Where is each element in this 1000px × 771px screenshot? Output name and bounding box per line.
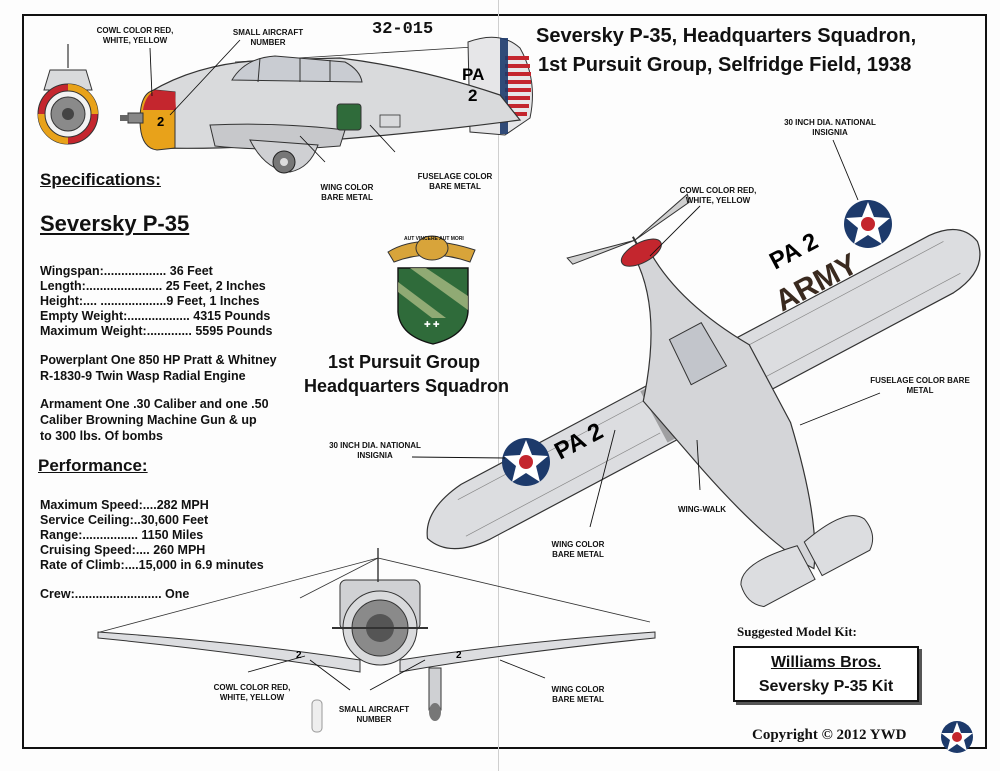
spec-powerplant: Powerplant One 850 HP Pratt & Whitney R-…	[40, 353, 277, 383]
tail-number: 2	[468, 86, 477, 105]
front-view: 2 2	[97, 548, 656, 733]
perf-crew: Crew:......................... One	[40, 587, 190, 601]
copyright: Copyright © 2012 YWD	[752, 727, 907, 743]
callout-fuselage-side: FUSELAGE COLOR BARE METAL	[417, 172, 493, 191]
performance-heading: Performance:	[38, 456, 148, 475]
national-insignia-right-wing	[844, 200, 892, 248]
title-line-2: 1st Pursuit Group, Selfridge Field, 1938	[538, 54, 912, 76]
callout-cowl-top: COWL COLOR RED, WHITE, YELLOW	[679, 186, 757, 205]
sheet-border	[22, 14, 987, 749]
callout-wing-walk: WING-WALK	[678, 505, 726, 514]
spec-wingspan: Wingspan:.................. 36 Feet	[40, 264, 213, 278]
suggested-kit-box: Williams Bros. Seversky P-35 Kit	[733, 646, 919, 702]
callout-small-number-front: SMALL AIRCRAFT NUMBER	[338, 705, 410, 724]
ywd-roundel-icon	[941, 721, 973, 753]
side-view: 2 PA 2	[120, 36, 533, 174]
unit-badge: ✚ ✚	[387, 235, 476, 345]
side-badge	[336, 103, 362, 131]
perf-rate-of-climb: Rate of Climb:....15,000 in 6.9 minutes	[40, 558, 264, 572]
rudder-stripes	[500, 38, 531, 134]
callout-insignia-left: 30 INCH DIA. NATIONAL INSIGNIA	[329, 441, 421, 460]
callout-small-number-side: SMALL AIRCRAFT NUMBER	[232, 28, 304, 47]
tail-code: PA	[462, 65, 484, 84]
suggested-kit-heading: Suggested Model Kit:	[737, 624, 857, 639]
perf-range: Range:................ 1150 Miles	[40, 528, 204, 542]
unit-line-1: 1st Pursuit Group	[327, 352, 480, 372]
badge-motto: AUT VINCERE AUT MORI	[404, 236, 464, 242]
spec-empty-weight: Empty Weight:.................. 4315 Pou…	[40, 309, 271, 323]
callout-wing-front: WING COLOR BARE METAL	[551, 685, 605, 704]
national-insignia-left-wing	[502, 438, 550, 486]
sheet-title: Seversky P-35, Headquarters Squadron, 1s…	[536, 22, 916, 80]
svg-text:✚ ✚: ✚ ✚	[424, 320, 440, 329]
specifications-heading: Specifications:	[40, 170, 161, 189]
perf-service-ceiling: Service Ceiling:..30,600 Feet	[40, 513, 209, 527]
callout-insignia-top: 30 INCH DIA. NATIONAL INSIGNIA	[784, 118, 876, 137]
front-number-left: 2	[296, 650, 302, 661]
kit-line-2: Seversky P-35 Kit	[758, 678, 894, 695]
title-line-1: Seversky P-35, Headquarters Squadron,	[536, 25, 917, 47]
model-name: Seversky P-35	[40, 211, 190, 236]
spec-max-weight: Maximum Weight:............. 5595 Pounds	[40, 324, 273, 338]
front-number-right: 2	[456, 650, 462, 661]
top-view	[426, 193, 981, 608]
spec-length: Length:...................... 25 Feet, 2…	[40, 279, 266, 293]
callout-fuselage-top: FUSELAGE COLOR BARE METAL	[870, 376, 970, 395]
perf-cruising-speed: Cruising Speed:.... 260 MPH	[40, 543, 206, 557]
callout-wing-bottom: WING COLOR BARE METAL	[551, 540, 605, 559]
leader-lines	[149, 39, 881, 691]
cowl-front-detail	[37, 44, 99, 145]
unit-name: 1st Pursuit Group Headquarters Squadron	[304, 350, 510, 398]
callout-cowl-front: COWL COLOR RED, WHITE, YELLOW	[213, 683, 291, 702]
sheet-code: 32-015	[372, 20, 434, 39]
perf-max-speed: Maximum Speed:....282 MPH	[40, 498, 209, 512]
spec-armament: Armament One .30 Caliber and one .50 Cal…	[40, 397, 269, 443]
kit-line-1: Williams Bros.	[770, 654, 882, 671]
fold-line	[498, 0, 499, 771]
spec-height: Height:.... ...................9 Feet, 1…	[40, 294, 260, 308]
callout-wing-side: WING COLOR BARE METAL	[320, 183, 374, 202]
callout-cowl-side: COWL COLOR RED, WHITE, YELLOW	[96, 26, 174, 45]
unit-line-2: Headquarters Squadron	[304, 376, 510, 396]
side-small-number: 2	[157, 114, 164, 129]
